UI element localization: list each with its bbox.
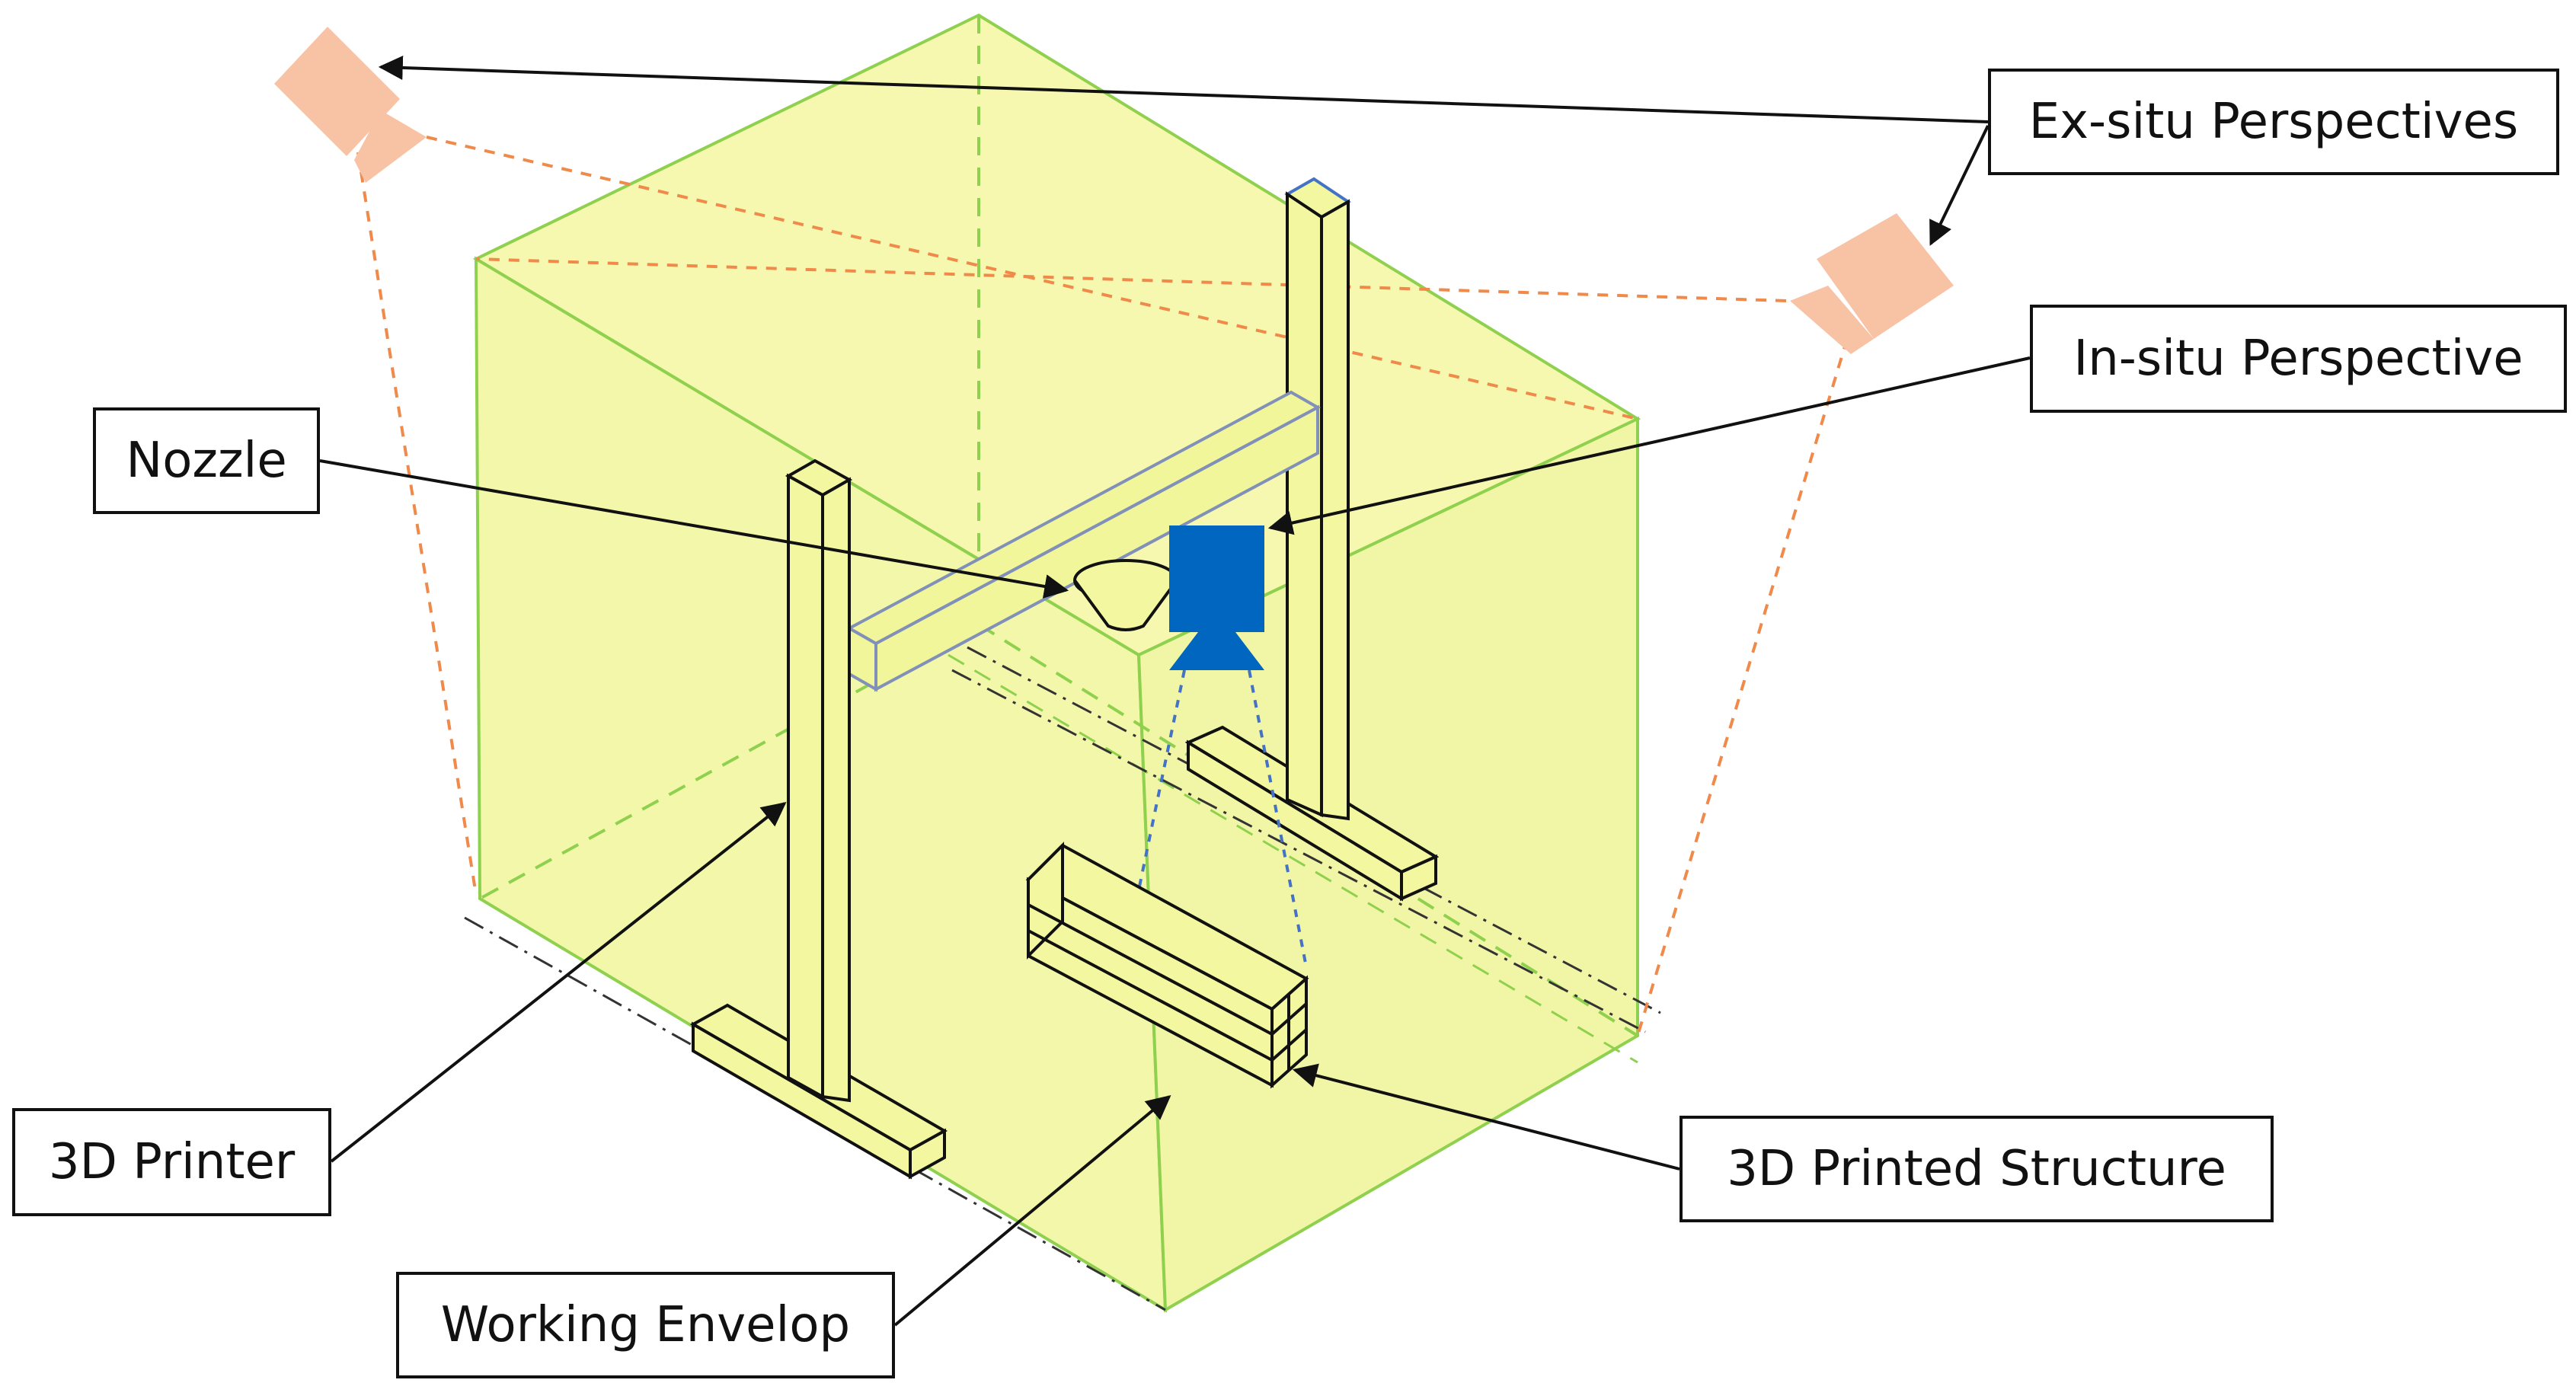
callout-arrows <box>319 55 2031 1327</box>
envelope-hidden-edge <box>948 653 1638 1064</box>
label-nozzle: Nozzle <box>93 407 320 514</box>
gantry-beam <box>845 390 1322 692</box>
structure-layer-line <box>1028 929 1273 1062</box>
ex-situ-camera-icon <box>1790 213 1954 354</box>
in-situ-arrow <box>1267 356 2031 535</box>
envelope-arrow <box>893 1094 1171 1327</box>
printer-arrow <box>330 802 787 1163</box>
nozzle-body <box>1073 579 1178 631</box>
camera-lens <box>1790 286 1874 354</box>
camera-body <box>274 27 400 156</box>
nozzle-cone-icon <box>1073 559 1178 631</box>
view-line <box>1636 338 1849 1036</box>
printed-structure <box>1025 842 1309 1089</box>
front-foot-side <box>909 1128 946 1180</box>
camera-body <box>1169 525 1264 632</box>
view-line <box>475 257 1787 302</box>
structure-arrow <box>1292 1063 1680 1171</box>
ex-situ-arrow <box>378 55 1989 123</box>
back-column-side <box>1320 199 1350 821</box>
camera-lens <box>354 110 427 183</box>
ground-line <box>967 646 1661 1014</box>
envelope-hidden-edge <box>977 623 1639 1037</box>
ex-situ-camera-icon <box>274 27 427 183</box>
ex-situ-view-lines <box>356 136 1849 1036</box>
label-3d-printed-structure: 3D Printed Structure <box>1680 1116 2274 1222</box>
structure-layer-line <box>1028 903 1273 1036</box>
back-foot-side <box>1400 854 1437 902</box>
camera-lens <box>1169 632 1264 670</box>
view-line <box>356 152 478 896</box>
beam-face <box>874 404 1319 692</box>
ground-line <box>951 669 1646 1033</box>
view-line <box>1248 669 1308 968</box>
printer-back <box>1184 177 1440 902</box>
camera-body <box>1817 213 1954 339</box>
ex-situ-arrow <box>1929 125 1990 246</box>
label-3d-printer: 3D Printer <box>12 1108 331 1216</box>
nozzle-arrow <box>319 459 1069 599</box>
label-working-envelop: Working Envelop <box>396 1272 895 1378</box>
in-situ-camera-icon <box>1169 525 1264 670</box>
printer-front <box>689 458 948 1180</box>
label-in-situ-perspective: In-situ Perspective <box>2030 305 2567 413</box>
label-ex-situ-perspectives: Ex-situ Perspectives <box>1988 69 2559 175</box>
front-column-side <box>821 477 851 1103</box>
